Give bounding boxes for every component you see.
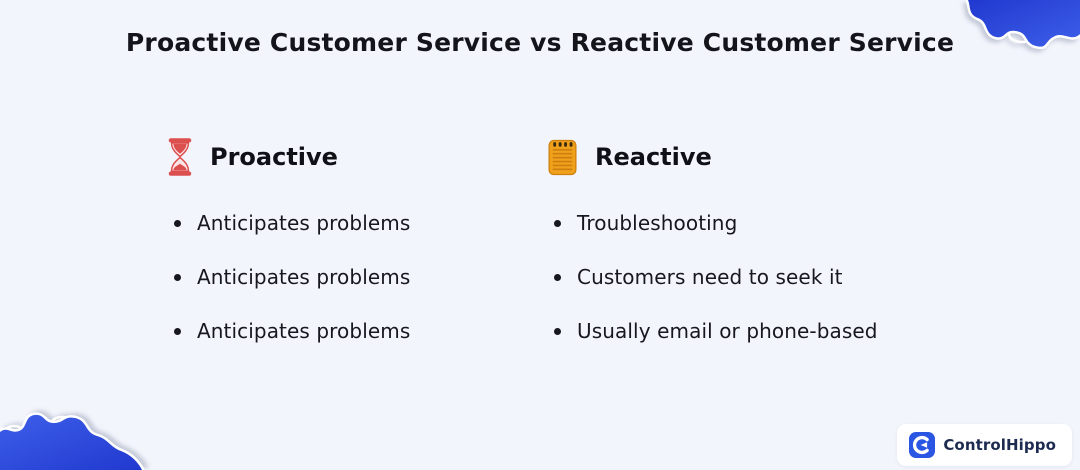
reactive-column: Reactive Troubleshooting Customers need …	[545, 132, 1060, 358]
list-item: Anticipates problems	[165, 304, 545, 358]
hourglass-icon	[165, 136, 195, 178]
bullet-icon	[554, 273, 561, 281]
list-item: Troubleshooting	[545, 196, 1060, 250]
list-item: Customers need to seek it	[545, 250, 1060, 304]
page-title: Proactive Customer Service vs Reactive C…	[125, 28, 955, 57]
bullet-icon	[174, 219, 181, 227]
bullet-icon	[554, 327, 561, 335]
list-item-text: Anticipates problems	[197, 265, 411, 289]
list-item-text: Customers need to seek it	[577, 265, 843, 289]
proactive-heading-label: Proactive	[210, 143, 338, 171]
list-item-text: Usually email or phone-based	[577, 319, 878, 343]
list-item: Anticipates problems	[165, 250, 545, 304]
bullet-icon	[554, 219, 561, 227]
list-item-text: Troubleshooting	[577, 211, 738, 235]
controlhippo-logo: ControlHippo	[897, 424, 1072, 466]
bullet-icon	[174, 327, 181, 335]
bullet-icon	[174, 273, 181, 281]
notepad-icon	[545, 137, 580, 177]
controlhippo-logo-icon	[909, 432, 936, 458]
list-item: Usually email or phone-based	[545, 304, 1060, 358]
list-item-text: Anticipates problems	[197, 319, 411, 343]
reactive-heading: Reactive	[545, 132, 1060, 182]
proactive-list: Anticipates problems Anticipates problem…	[165, 196, 545, 358]
reactive-list: Troubleshooting Customers need to seek i…	[545, 196, 1060, 358]
proactive-column: Proactive Anticipates problems Anticipat…	[165, 132, 545, 358]
list-item: Anticipates problems	[165, 196, 545, 250]
comparison-grid: Proactive Anticipates problems Anticipat…	[165, 132, 1060, 358]
list-item-text: Anticipates problems	[197, 211, 411, 235]
decorative-blob-bottom-left	[0, 412, 145, 470]
proactive-heading: Proactive	[165, 132, 545, 182]
reactive-heading-label: Reactive	[595, 143, 712, 171]
controlhippo-logo-text: ControlHippo	[943, 436, 1056, 454]
